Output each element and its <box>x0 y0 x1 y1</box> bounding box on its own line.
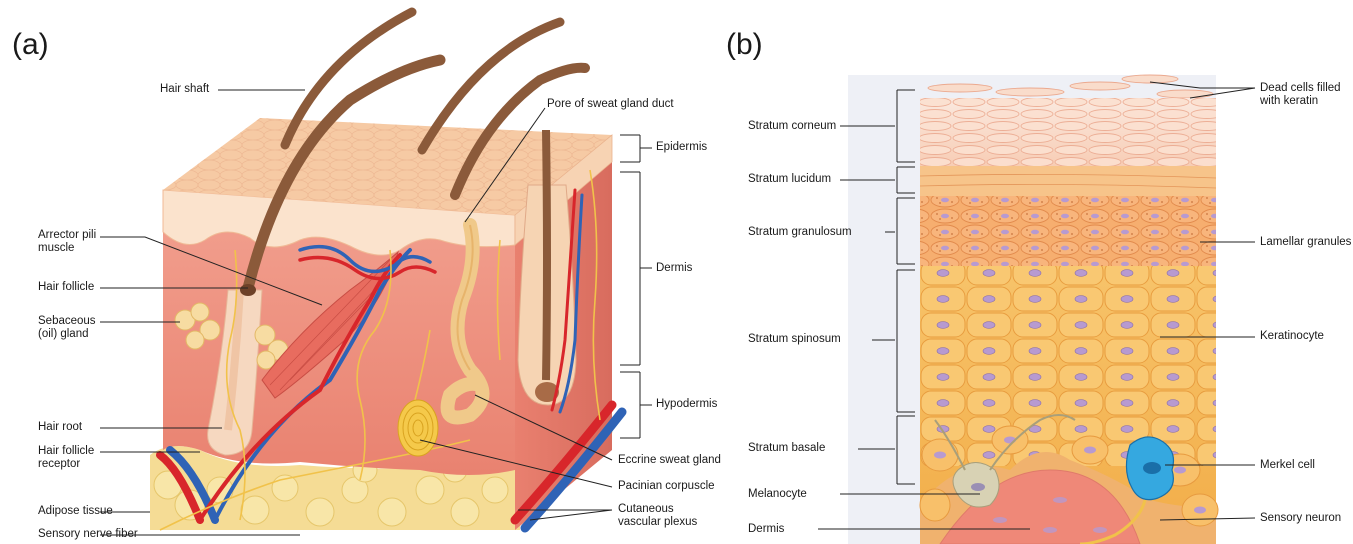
label-stratum-lucidum: Stratum lucidum <box>748 173 831 186</box>
label-keratinocyte: Keratinocyte <box>1260 330 1324 343</box>
pacinian-corpuscle <box>398 400 438 456</box>
label-dead-cells: Dead cells filled with keratin <box>1260 82 1350 108</box>
label-pacinian-corpuscle: Pacinian corpuscle <box>618 480 715 493</box>
label-hair-shaft: Hair shaft <box>160 83 209 96</box>
label-pore-sweat-duct: Pore of sweat gland duct <box>547 98 674 111</box>
label-epidermis: Epidermis <box>656 141 707 154</box>
label-lamellar-granules: Lamellar granules <box>1260 236 1351 249</box>
label-cutaneous-vascular-plexus: Cutaneous vascular plexus <box>618 503 708 529</box>
label-sensory-nerve-fiber: Sensory nerve fiber <box>38 528 138 541</box>
label-arrector-pili: Arrector pili muscle <box>38 229 108 255</box>
panel-a-letter: (a) <box>12 28 49 62</box>
label-melanocyte: Melanocyte <box>748 488 807 501</box>
label-eccrine-sweat-gland: Eccrine sweat gland <box>618 454 721 467</box>
hair-right-shaft <box>546 130 547 380</box>
label-hypodermis: Hypodermis <box>656 398 717 411</box>
label-hair-follicle: Hair follicle <box>38 281 94 294</box>
label-stratum-basale: Stratum basale <box>748 442 825 455</box>
label-adipose-tissue: Adipose tissue <box>38 505 113 518</box>
label-stratum-corneum: Stratum corneum <box>748 120 836 133</box>
label-stratum-granulosum: Stratum granulosum <box>748 226 852 239</box>
label-hair-follicle-receptor: Hair follicle receptor <box>38 445 108 471</box>
label-stratum-spinosum: Stratum spinosum <box>748 333 841 346</box>
label-sensory-neuron: Sensory neuron <box>1260 512 1341 525</box>
panel-b-letter: (b) <box>726 28 763 62</box>
label-sebaceous-gland: Sebaceous (oil) gland <box>38 315 108 341</box>
panel-b-illustration <box>848 75 1218 544</box>
label-hair-root: Hair root <box>38 421 82 434</box>
label-dermis-a: Dermis <box>656 262 692 275</box>
label-dermis-b: Dermis <box>748 523 784 536</box>
label-merkel-cell: Merkel cell <box>1260 459 1315 472</box>
